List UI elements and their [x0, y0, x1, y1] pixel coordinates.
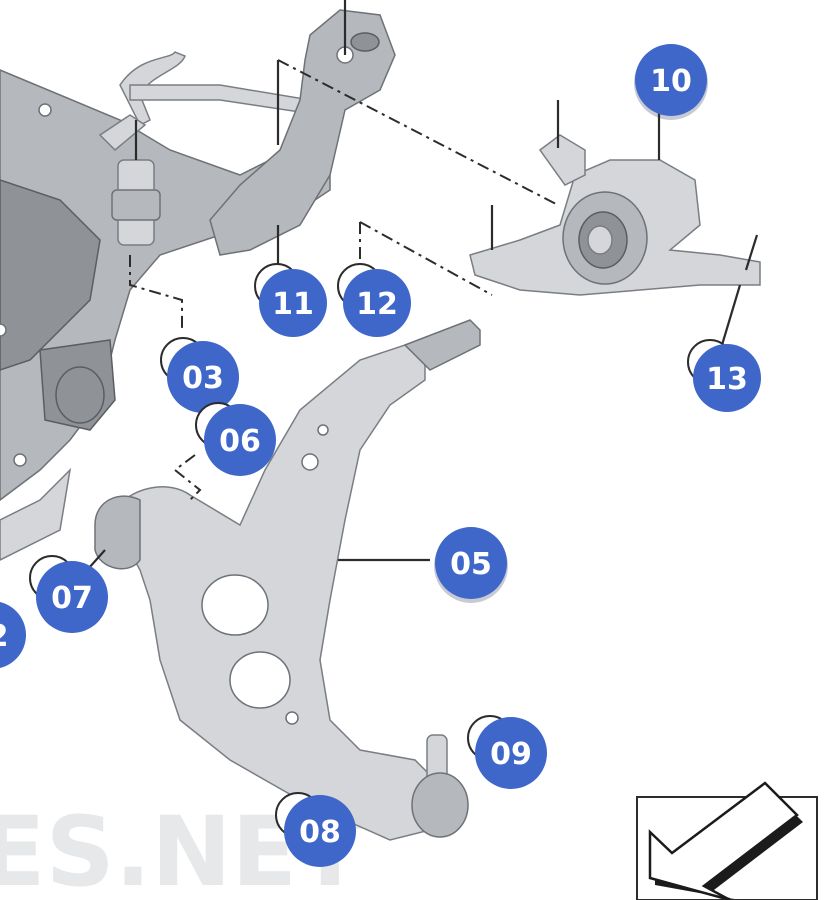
- upper-bracket: [209, 9, 396, 256]
- subframe-mount: [111, 120, 161, 246]
- callout-13-label: 13: [706, 362, 748, 397]
- callout-12-label: 12: [356, 287, 398, 322]
- arrow-icon[interactable]: [636, 781, 818, 900]
- leader-13: [720, 284, 742, 346]
- callout-05-label: 05: [450, 547, 492, 582]
- callout-07[interactable]: 07: [29, 555, 108, 633]
- callout-05[interactable]: 05: [434, 527, 508, 603]
- control-arm: [94, 319, 481, 841]
- guide-line-mid: [359, 221, 493, 296]
- callout-09[interactable]: 09: [467, 715, 547, 789]
- rubber-mount: [469, 100, 761, 296]
- callout-03[interactable]: 03: [160, 337, 239, 413]
- guide-line-upper: [277, 59, 559, 206]
- callout-13[interactable]: 13: [687, 339, 761, 412]
- callout-12[interactable]: 12: [337, 263, 411, 337]
- callout-07-label: 07: [51, 581, 93, 616]
- callout-09-label: 09: [490, 737, 532, 772]
- callout-10[interactable]: 10: [634, 44, 708, 120]
- callout-08-label: 08: [299, 815, 341, 850]
- callout-10-label: 10: [650, 64, 692, 99]
- callout-06-label: 06: [219, 424, 261, 459]
- guide-line-03: [129, 255, 183, 330]
- callout-02[interactable]: 2: [0, 601, 26, 669]
- callout-11-label: 11: [272, 287, 314, 322]
- callout-03-label: 03: [182, 361, 224, 396]
- callout-08[interactable]: 08: [275, 792, 356, 867]
- callout-11[interactable]: 11: [254, 263, 327, 337]
- callout-02-label: 2: [0, 619, 8, 654]
- callout-06[interactable]: 06: [195, 402, 276, 476]
